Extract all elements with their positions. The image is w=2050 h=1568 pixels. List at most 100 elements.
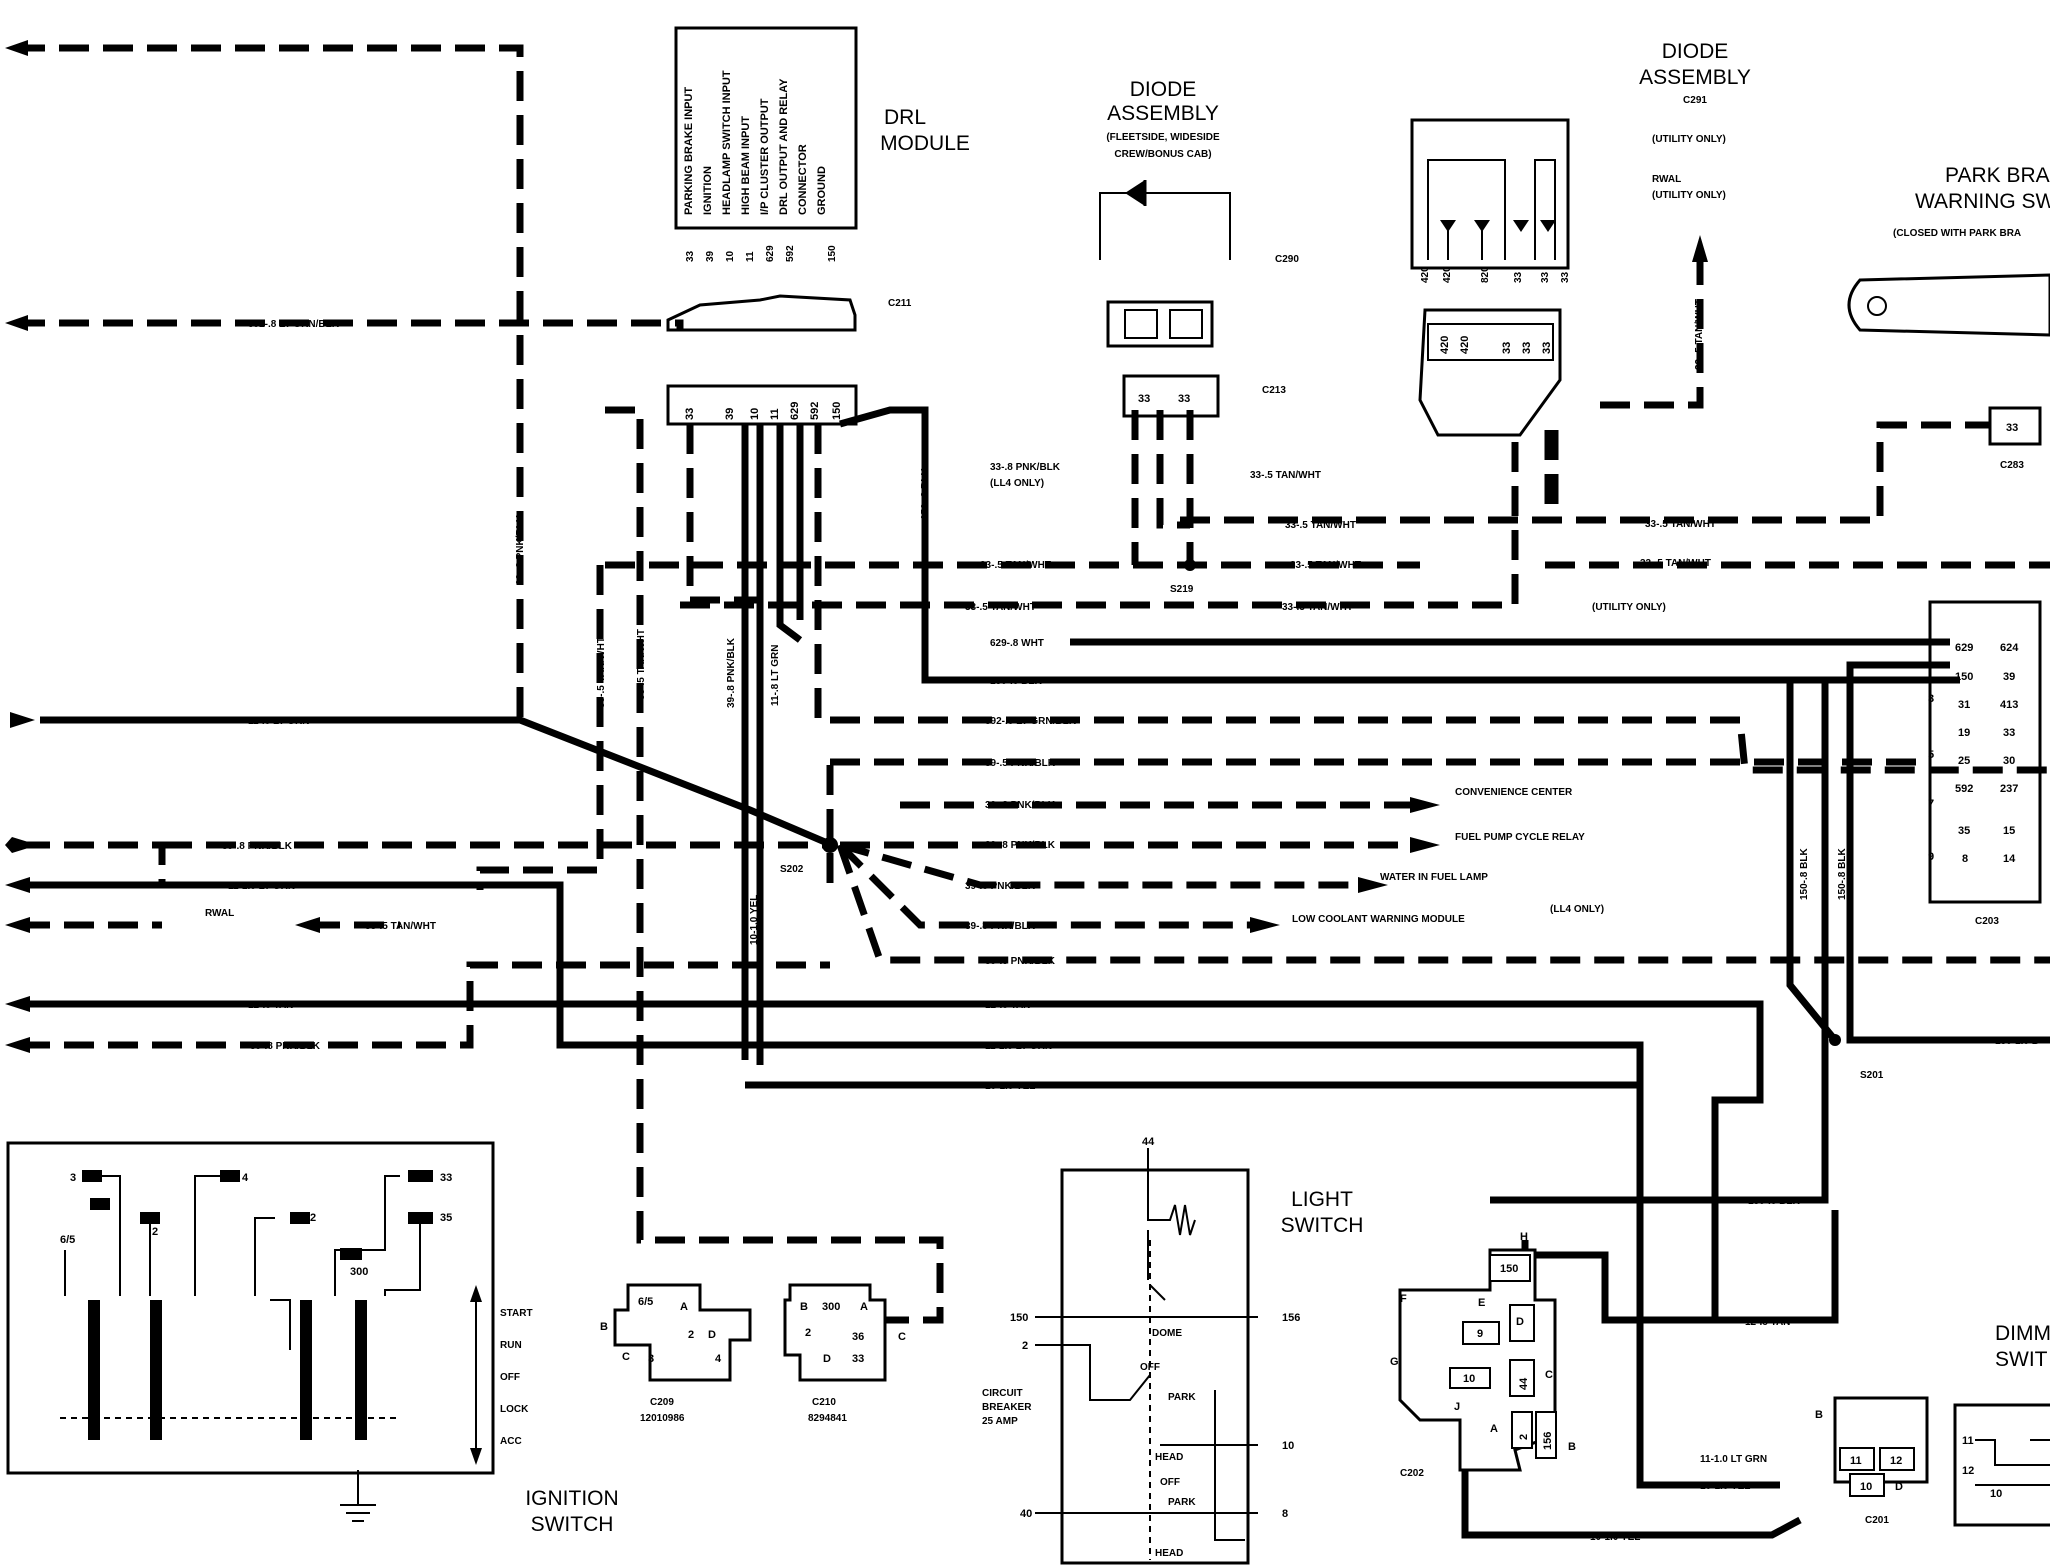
wire-150-blk [839, 406, 1960, 684]
diode-note: CREW/BONUS CAB) [1114, 149, 1211, 160]
svg-text:HEAD: HEAD [1155, 1452, 1183, 1463]
c210-label: C210 [812, 1397, 836, 1408]
svg-text:25: 25 [1958, 755, 1970, 767]
c291-label: C291 [1683, 95, 1707, 106]
svg-text:12: 12 [1962, 1465, 1974, 1477]
svg-text:D: D [708, 1329, 716, 1341]
c202-label: C202 [1400, 1468, 1424, 1479]
svg-text:150-.8 BLK: 150-.8 BLK [1748, 1196, 1800, 1207]
svg-text:11-1.0 LT GRN: 11-1.0 LT GRN [985, 1041, 1052, 1052]
svg-text:12-.8 TAN: 12-.8 TAN [985, 1000, 1030, 1011]
svg-text:3: 3 [648, 1353, 654, 1365]
svg-text:39-.8 PNK/BLK: 39-.8 PNK/BLK [985, 800, 1056, 811]
c211-pin: 629 [789, 402, 801, 420]
svg-text:S202: S202 [780, 864, 804, 875]
svg-text:420: 420 [1459, 336, 1471, 354]
diode-loop [1099, 192, 1231, 260]
svg-text:PARK: PARK [1168, 1392, 1196, 1403]
svg-text:31: 31 [1958, 699, 1970, 711]
svg-text:LOW COOLANT WARNING MODULE: LOW COOLANT WARNING MODULE [1292, 914, 1465, 925]
wire-labels: 592-.8 LT GRN/BLK 39-.8 PNK/BLK 11-.8 LT… [205, 299, 2039, 1543]
wires [5, 40, 2050, 1539]
svg-text:150: 150 [1010, 1312, 1028, 1324]
drl-pin-label: DRL OUTPUT AND RELAY [778, 78, 790, 215]
svg-text:(LL4 ONLY): (LL4 ONLY) [990, 478, 1044, 489]
svg-text:(UTILITY ONLY): (UTILITY ONLY) [1592, 602, 1666, 613]
drl-pin-label: HEADLAMP SWITCH INPUT [721, 70, 733, 215]
utility-only-note: (UTILITY ONLY) [1652, 190, 1726, 201]
c211-pin: 33 [684, 408, 696, 420]
svg-text:11: 11 [1962, 1435, 1974, 1447]
svg-text:10: 10 [1990, 1488, 2002, 1500]
splice-s201 [1829, 1034, 1841, 1046]
svg-text:2: 2 [1518, 1434, 1530, 1440]
svg-text:33: 33 [2006, 422, 2018, 434]
svg-text:624: 624 [2000, 642, 2019, 654]
svg-text:33: 33 [1560, 271, 1571, 283]
svg-text:6/5: 6/5 [60, 1234, 75, 1246]
svg-text:DOME: DOME [1152, 1328, 1182, 1339]
svg-text:8: 8 [1282, 1508, 1288, 1520]
svg-text:9: 9 [1477, 1328, 1483, 1340]
c203-body [1928, 600, 2042, 904]
svg-text:11-1.0 LT GRN: 11-1.0 LT GRN [228, 881, 295, 892]
drl-circuit-number: 10 [725, 250, 736, 262]
svg-text:D: D [823, 1353, 831, 1365]
svg-text:10-1.0 YEL: 10-1.0 YEL [1700, 1481, 1750, 1492]
park-brake-title: WARNING SW [1915, 190, 2050, 213]
c213-label: C213 [1262, 385, 1286, 396]
svg-text:150: 150 [1500, 1263, 1518, 1275]
diode-note: (FLEETSIDE, WIDESIDE [1106, 132, 1220, 143]
diode-assembly-2-title: ASSEMBLY [1639, 66, 1751, 89]
svg-text:300: 300 [822, 1301, 840, 1313]
svg-text:10-1.0 YEL: 10-1.0 YEL [749, 895, 760, 945]
c291-diode-lines [1427, 159, 1556, 260]
svg-text:33-.5 TAN/WHT: 33-.5 TAN/WHT [1250, 470, 1321, 481]
dimmer-title: SWIT [1995, 1348, 2048, 1371]
light-switch-title: SWITCH [1281, 1214, 1364, 1237]
svg-text:6/5: 6/5 [638, 1296, 653, 1308]
svg-text:629-.8 WHT: 629-.8 WHT [990, 638, 1044, 649]
svg-text:A: A [1490, 1423, 1498, 1435]
svg-text:CIRCUIT: CIRCUIT [982, 1388, 1023, 1399]
drl-pin-label: CONNECTOR [797, 144, 809, 215]
drl-circuit-number: 629 [765, 245, 776, 262]
svg-text:820: 820 [1480, 266, 1491, 283]
svg-text:33-.5 TAN/WHT: 33-.5 TAN/WHT [1645, 519, 1716, 530]
svg-text:B: B [800, 1301, 808, 1313]
svg-text:33-.5 TAN/WHT: 33-.5 TAN/WHT [596, 637, 607, 708]
svg-text:33: 33 [1138, 393, 1150, 405]
svg-text:G: G [1390, 1356, 1399, 1368]
svg-text:33-.5 TAN/WHT: 33-.5 TAN/WHT [1285, 520, 1356, 531]
svg-text:39-.8 PNK/BLK: 39-.8 PNK/BLK [726, 637, 737, 708]
svg-text:33: 33 [1521, 342, 1533, 354]
drl-pin-label: PARKING BRAKE INPUT [683, 87, 695, 215]
svg-text:156: 156 [1282, 1312, 1300, 1324]
svg-text:C: C [898, 1331, 906, 1343]
light-switch: LIGHT SWITCH 44 150 2 156 10 40 8 DOME O… [982, 1136, 1364, 1565]
svg-text:A: A [860, 1301, 868, 1313]
svg-text:39-.5 PNK/BLK: 39-.5 PNK/BLK [985, 758, 1056, 769]
svg-text:33: 33 [1513, 271, 1524, 283]
c291-diode-box [1410, 118, 1570, 270]
c283-label: C283 [2000, 460, 2024, 471]
svg-text:592-.8 LT GRN/BLK: 592-.8 LT GRN/BLK [248, 319, 340, 330]
dimmer-switch: DIMM SWIT 11 12 10 [1953, 1322, 2050, 1527]
svg-text:39-.8 PNK/BLK: 39-.8 PNK/BLK [985, 840, 1056, 851]
c213-connector [1122, 374, 1220, 418]
svg-text:33-.5 TAN/WHT: 33-.5 TAN/WHT [965, 602, 1036, 613]
drl-module: PARKING BRAKE INPUT IGNITION HEADLAMP SW… [666, 26, 970, 426]
drl-circuit-number: 11 [745, 251, 756, 262]
svg-text:LOCK: LOCK [500, 1404, 529, 1415]
c211-pin: 10 [749, 408, 761, 420]
svg-text:156: 156 [1542, 1432, 1554, 1450]
svg-text:10: 10 [1282, 1440, 1294, 1452]
c209-part: 12010986 [640, 1413, 685, 1424]
svg-text:25 AMP: 25 AMP [982, 1416, 1018, 1427]
c210-connector: B 300 A 2 36 C D 33 C210 8294841 [783, 1283, 906, 1424]
svg-text:33: 33 [852, 1353, 864, 1365]
svg-text:33-.5 TAN/WHT: 33-.5 TAN/WHT [365, 921, 436, 932]
svg-text:10-1.0 YEL: 10-1.0 YEL [1590, 1532, 1640, 1543]
